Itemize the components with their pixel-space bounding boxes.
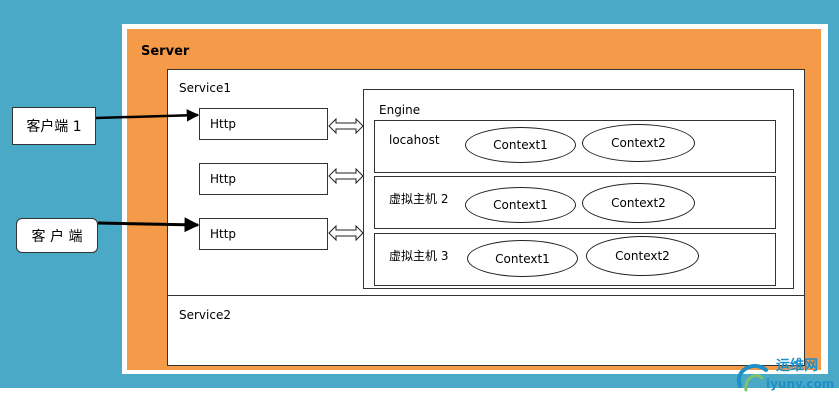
context-label: Context2 <box>611 136 666 150</box>
double-arrows <box>328 117 364 242</box>
context1-host1: Context1 <box>465 127 576 163</box>
context1-host3: Context1 <box>467 240 578 277</box>
context-label: Context1 <box>495 251 550 266</box>
watermark-logo-icon <box>736 364 768 392</box>
client-label: 客 户 端 <box>31 228 83 245</box>
double-arrow-3 <box>328 224 364 242</box>
client-2-box: 客 户 端 <box>16 218 98 253</box>
host-name: 虚拟主机 3 <box>389 249 449 263</box>
context2-host3: Context2 <box>586 236 699 276</box>
double-arrow-1 <box>328 117 364 135</box>
host-name: locahost <box>389 133 440 147</box>
client-1-box: 客户端 1 <box>12 107 96 145</box>
http-connector-label: Http <box>210 117 237 131</box>
client1-arrow <box>95 109 200 122</box>
server-label: Server <box>141 44 190 59</box>
http-connector-label: Http <box>210 227 237 241</box>
watermark: 运维网 iyunv.com <box>732 352 836 398</box>
double-arrow-2 <box>328 167 364 185</box>
http-connector-1: Http <box>199 108 328 140</box>
client2-arrow <box>97 217 200 233</box>
client-label: 客户端 1 <box>26 119 82 135</box>
context2-host2: Context2 <box>582 183 695 223</box>
service2-container: Service2 <box>167 295 805 366</box>
http-connector-label: Http <box>210 172 237 186</box>
engine-label: Engine <box>379 103 421 117</box>
context-label: Context1 <box>493 138 548 152</box>
watermark-sub: iyunv.com <box>766 377 835 391</box>
http-connector-3: Http <box>199 218 328 250</box>
context1-host2: Context1 <box>465 187 576 223</box>
service1-label: Service1 <box>179 81 231 95</box>
context2-host1: Context2 <box>582 124 695 162</box>
service2-label: Service2 <box>179 308 231 322</box>
watermark-text: 运维网 <box>776 358 818 374</box>
context-label: Context1 <box>493 198 548 212</box>
context-label: Context2 <box>611 196 666 210</box>
host-name: 虚拟主机 2 <box>389 192 449 206</box>
context-label: Context2 <box>615 249 670 263</box>
http-connector-2: Http <box>199 163 328 195</box>
